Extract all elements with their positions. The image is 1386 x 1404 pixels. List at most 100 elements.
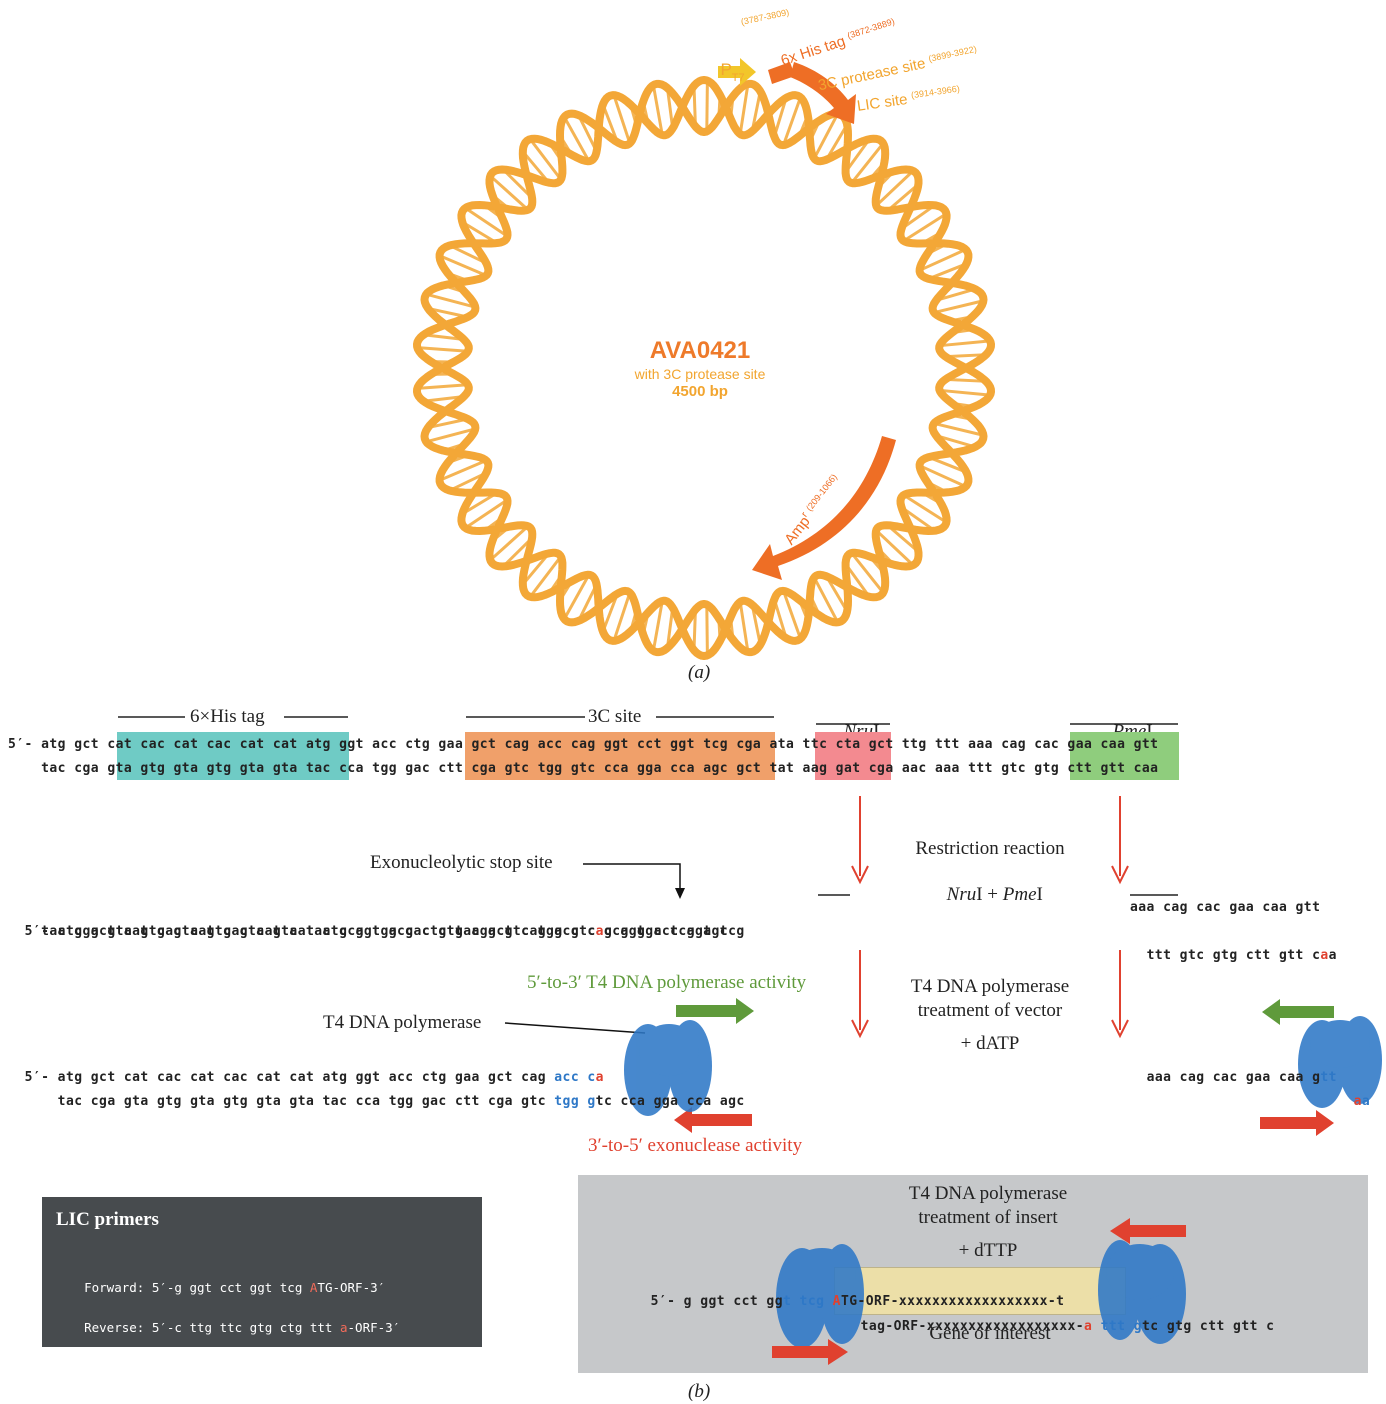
helix-base-pair	[429, 293, 473, 308]
vector-treatment-line2: treatment of vector	[917, 1000, 1063, 1021]
restriction-nru-italic: Nru	[946, 884, 977, 905]
helix-base-pair	[906, 214, 944, 241]
helix-base-pair	[751, 94, 762, 129]
his-tag-header: 6×His tag	[190, 706, 265, 727]
helix-base-pair	[430, 307, 466, 318]
helix-base-pair	[903, 205, 934, 229]
t4-polymerase-blob-insert-left	[776, 1244, 864, 1348]
row3-bottom-blue: tgg g	[554, 1094, 596, 1109]
row2-right-bottom-red: a	[1320, 948, 1329, 963]
forward-primer: Forward: 5′-g ggt cct ggt tcg ATG-ORF-3′	[54, 1265, 385, 1310]
row3-right-top-strand: aaa cag cac gaa caa gtt	[1130, 1042, 1337, 1090]
green-arrow-right-enzyme	[1262, 999, 1334, 1025]
insert-bottom-red: a	[1084, 1319, 1093, 1334]
helix-base-pair	[692, 88, 697, 124]
red-arrow-right-enzyme	[1260, 1110, 1334, 1136]
vector-treatment-line1: T4 DNA polymerase	[910, 976, 1070, 997]
helix-base-pair	[783, 593, 801, 636]
helix-base-pair	[531, 558, 560, 595]
dna-double-helix-ring	[413, 76, 995, 660]
row2-right-bottom-strand: ttt gtc gtg ctt gtt caa	[1130, 920, 1337, 968]
amp-resistance-arrow	[752, 436, 896, 580]
restriction-plus: I +	[976, 884, 1003, 905]
restriction-pme-italic: Pme	[1002, 884, 1037, 905]
promoter-label: PT7	[711, 40, 744, 84]
row2-top-b: g ggt cct ggt tcg	[603, 924, 745, 939]
helix-base-pair	[938, 435, 973, 448]
row2-top-red: a	[595, 924, 604, 939]
helix-base-pair	[442, 460, 484, 481]
helix-base-pair	[877, 172, 912, 205]
red-arrow-left-enzyme	[674, 1107, 752, 1133]
restriction-pme-roman: I	[1036, 884, 1043, 905]
protease-lic-arrow	[790, 62, 856, 124]
helix-base-pair	[943, 389, 987, 397]
row2-bottom-strand: tac cga gta gtg gta gtg gta gta tac cca …	[8, 924, 729, 939]
vector-treatment-line3: + dATP	[960, 1033, 1020, 1054]
helix-base-pair	[930, 263, 965, 280]
stop-site-label: Exonucleolytic stop site	[370, 852, 553, 873]
reverse-primer-a: Reverse: 5′-c ttg ttc gtg ctg ttt	[84, 1320, 340, 1335]
helix-base-pair	[943, 339, 987, 347]
helix-base-pair	[783, 100, 801, 143]
reverse-primer-b: -ORF-3′	[347, 1320, 401, 1335]
helix-base-pair	[814, 580, 838, 620]
helix-base-pair	[578, 586, 597, 619]
helix-base-pair	[888, 185, 918, 210]
insert-treatment-line1: T4 DNA polymerase	[908, 1183, 1068, 1204]
row3-bottom-b: tc cca gga cca agc	[595, 1094, 745, 1109]
helix-base-pair	[826, 578, 847, 610]
t4-polymerase-blob-right	[1298, 1016, 1382, 1108]
helix-base-pair	[564, 119, 589, 159]
promoter-p: P	[720, 60, 732, 79]
helix-base-pair	[430, 418, 466, 429]
helix-base-pair	[773, 601, 787, 636]
stop-site-pointer	[583, 863, 681, 892]
row2-right-bottom-a: ttt gtc gtg ctt gtt c	[1146, 948, 1321, 963]
row3-bottom-strand: tac cga gta gtg gta gtg gta gta tac cca …	[8, 1066, 745, 1114]
helix-base-pair	[922, 465, 963, 487]
helix-base-pair	[451, 472, 485, 491]
insert-top-blue: t tcg	[783, 1294, 825, 1309]
helix-base-pair	[739, 87, 749, 131]
insert-red-arrow-bottom	[772, 1339, 848, 1365]
t4-polymerase-blob-insert-right	[1098, 1240, 1186, 1344]
insert-red-arrow-top	[1110, 1218, 1186, 1244]
helix-strand-2	[413, 79, 995, 660]
helix-base-pair	[421, 383, 465, 390]
plasmid-size: 4500 bp	[672, 383, 728, 400]
helix-base-pair	[467, 208, 506, 236]
insert-bottom-a: tag-ORF-xxxxxxxxxxxxxxxxxx-	[860, 1319, 1085, 1334]
helix-base-pair	[666, 610, 674, 646]
helix-base-pair	[652, 88, 664, 132]
row2-top-a: 5′- atg gct cat cac cat cac cat cat atg …	[24, 924, 596, 939]
green-arrow-left-enzyme	[676, 998, 754, 1024]
row2-right-bottom-b: a	[1328, 948, 1337, 963]
helix-base-pair	[613, 595, 631, 638]
pme-roman: I	[1146, 721, 1152, 742]
polymerase-label: T4 DNA polymerase	[323, 1012, 482, 1033]
plasmid-name: AVA0421	[649, 337, 751, 364]
polymerase-pointer	[504, 1022, 646, 1034]
helix-base-pair	[421, 346, 465, 353]
helix-base-pair	[504, 170, 531, 198]
helix-base-pair	[531, 141, 560, 178]
forward-primer-b: TG-ORF-3′	[317, 1280, 386, 1295]
nru-roman: I	[873, 721, 879, 742]
helix-base-pair	[773, 100, 787, 135]
helix-base-pair	[429, 428, 473, 443]
row3-top-a: 5′- atg gct cat cac cat cac cat cat atg …	[24, 1070, 555, 1085]
helix-base-pair	[451, 245, 485, 264]
arrow-down-pme-2	[1111, 950, 1129, 1039]
row2-top-strand: 5′- atg gct cat cac cat cac cat cat atg …	[8, 896, 745, 944]
stop-site-arrowhead	[675, 888, 685, 899]
pme-highlight	[1070, 732, 1179, 780]
helix-base-pair	[948, 378, 984, 383]
reverse-primer: Reverse: 5′-c ttg ttc gtg ctg ttt a-ORF-…	[54, 1305, 400, 1350]
polymerase-activity-label: 5′-to-3′ T4 DNA polymerase activity	[527, 972, 807, 993]
scheme-graphics	[118, 716, 1382, 1136]
helix-base-pair	[906, 495, 944, 522]
row3-bottom-a: tac cga gta gtg gta gtg gta gta tac cca …	[24, 1094, 555, 1109]
helix-base-pair	[948, 353, 984, 358]
helix-base-pair	[846, 565, 869, 596]
